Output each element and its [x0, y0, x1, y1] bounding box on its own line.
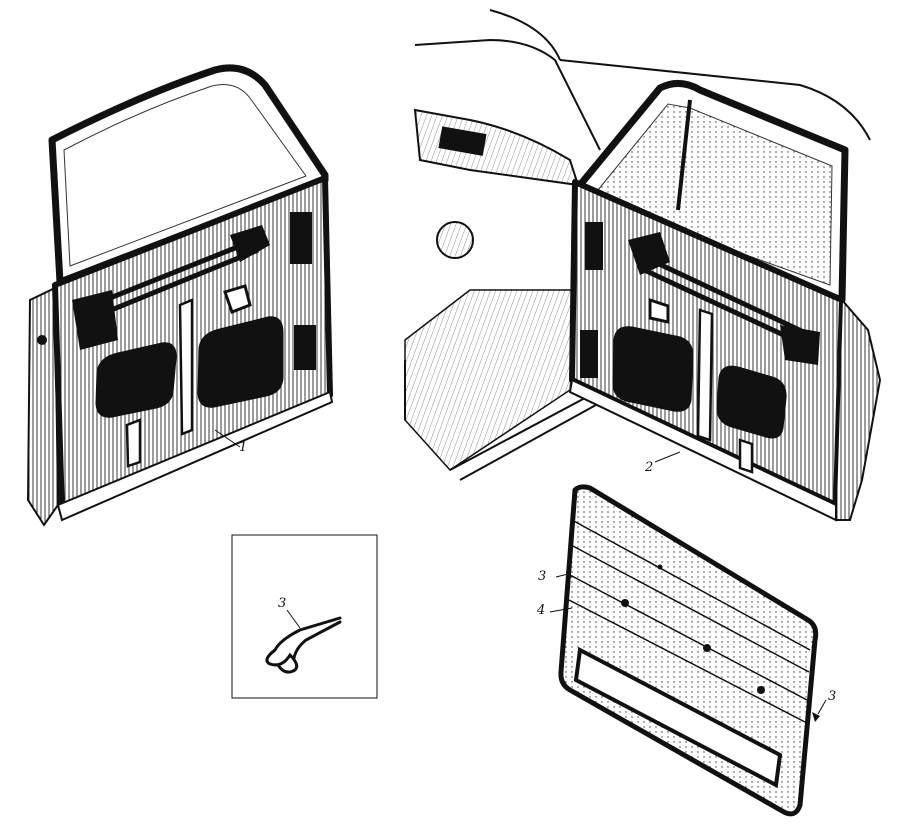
trim-hole-2 [703, 644, 711, 652]
door-left-sill [56, 390, 334, 522]
floor-pan [404, 289, 581, 471]
regulator-bracket-right [628, 232, 670, 275]
callout-leader-3-lower [817, 699, 827, 715]
glass-run-channel [178, 298, 194, 436]
trim-stripe-3 [569, 574, 808, 701]
door-handle-bracket [223, 284, 252, 314]
front-door-left [26, 64, 334, 527]
armrest-mount-right [738, 438, 754, 474]
trim-stripe-4 [568, 599, 806, 723]
car-interior-background [404, 9, 871, 481]
callout-leader-3-inset [286, 609, 301, 629]
vent-grille-lower [294, 325, 316, 370]
door-left-edge [26, 286, 60, 527]
front-door-right [568, 80, 882, 522]
glass-run-channel-right [696, 308, 714, 442]
clip-icon-lower [812, 712, 820, 722]
inset-frame [231, 534, 378, 699]
retaining-clip [265, 616, 342, 674]
vent-grille-right-upper [585, 222, 603, 270]
trim-stripe-1 [571, 519, 811, 651]
lock-mechanism-block [72, 290, 118, 350]
hinge-bolt [37, 335, 47, 345]
trim-panel-outline [558, 484, 819, 817]
regulator-handle-bracket [230, 225, 270, 262]
regulator-arm-right [638, 252, 812, 348]
window-glass-left [63, 84, 307, 267]
windshield-pillar [414, 9, 601, 151]
clip-icon-upper [566, 571, 572, 580]
armrest-mount [125, 418, 142, 468]
callout-number-clip-lower: 3 [828, 689, 837, 704]
door-trim-panel [549, 484, 827, 817]
callout-leader-2 [654, 451, 681, 463]
callout-number-trim-panel: 4 [537, 603, 546, 618]
callout-number-clip-upper: 3 [538, 569, 547, 584]
roof-line [559, 59, 871, 141]
callout-leader-4 [549, 607, 573, 613]
callout-leader-1 [214, 429, 241, 448]
trim-hole-1 [621, 599, 629, 607]
callout-number-door-right: 2 [645, 460, 654, 475]
trim-hole-3 [757, 686, 765, 694]
aperture-right-1 [612, 326, 694, 412]
vent-grille-upper [290, 212, 312, 264]
instrument-cluster [438, 126, 487, 156]
steering-column-hub [436, 221, 474, 259]
lock-block-right [780, 325, 820, 365]
aperture-right-2 [716, 365, 787, 439]
trim-hole-4 [657, 564, 663, 570]
panel-aperture-2 [197, 316, 284, 408]
door-right-edge [835, 297, 882, 521]
callout-number-clip-inset: 3 [278, 596, 287, 611]
clip-inset [231, 534, 378, 699]
door-handle-bracket-right [648, 297, 670, 324]
vent-grille-right-lower [580, 330, 598, 378]
callout-number-door-left: 1 [239, 440, 248, 455]
window-divider-right [676, 99, 692, 211]
door-sill-body [449, 389, 606, 481]
armrest-pocket [573, 646, 783, 789]
trim-stripe-2 [570, 544, 810, 673]
panel-aperture-1 [95, 342, 177, 418]
